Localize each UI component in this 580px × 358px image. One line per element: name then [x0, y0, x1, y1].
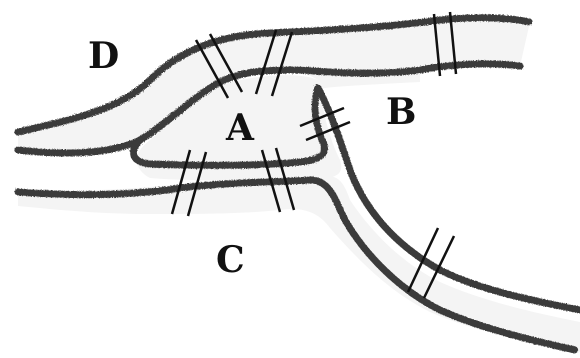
label-region-b: B: [386, 91, 416, 133]
label-region-a: A: [225, 107, 255, 149]
label-region-d: D: [88, 35, 119, 77]
label-region-c: C: [216, 239, 245, 281]
